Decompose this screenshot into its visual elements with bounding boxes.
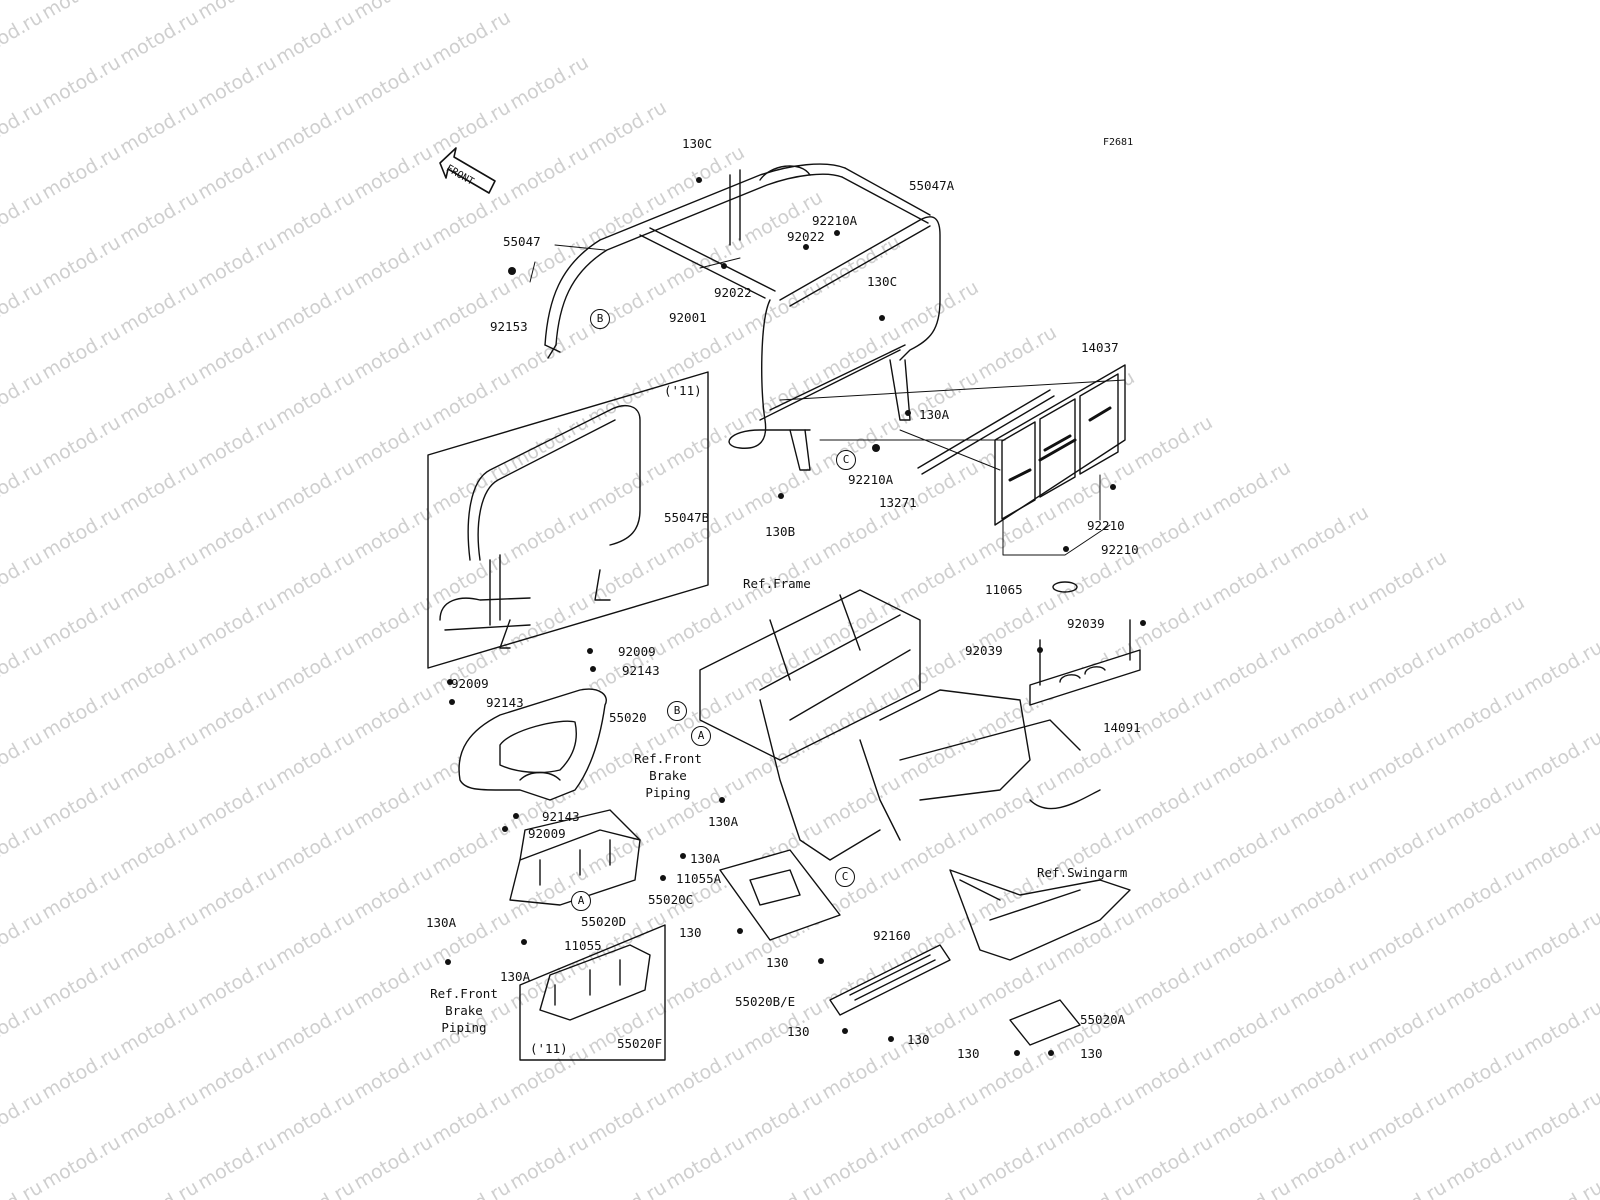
part-label: 130C <box>682 136 713 151</box>
part-label: 92001 <box>669 310 707 325</box>
part-label: 55020D <box>581 914 627 929</box>
part-label: 92022 <box>787 229 825 244</box>
part-label: 55020F <box>617 1036 663 1051</box>
part-label: 130 <box>957 1046 980 1061</box>
part-label: 92039 <box>1067 616 1105 631</box>
part-label: 55020B/E <box>735 994 796 1009</box>
inset-box-upper <box>427 371 709 669</box>
ref-front-brake-piping-lower: Ref.Front Brake Piping <box>414 985 514 1036</box>
leader-lines <box>529 244 1126 556</box>
part-label: 92143 <box>622 663 660 678</box>
part-label: 55047 <box>503 234 541 249</box>
part-label: 55020C <box>648 892 694 907</box>
part-label: 130A <box>426 915 457 930</box>
inset-note-upper: ('11) <box>664 383 702 398</box>
callout-a: A <box>571 891 591 911</box>
part-label: 92210A <box>848 472 894 487</box>
part-label: 13271 <box>879 495 917 510</box>
part-label: 92210A <box>812 213 858 228</box>
frame-reference <box>699 589 1101 861</box>
ref-line: Brake <box>649 768 687 783</box>
callout-b: B <box>590 309 610 329</box>
part-label: 11055A <box>676 871 722 886</box>
ref-line: Piping <box>441 1020 487 1035</box>
cap-11065 <box>1052 581 1078 593</box>
ref-frame-label: Ref.Frame <box>743 576 811 591</box>
rear-panel-14091 <box>1029 619 1141 706</box>
part-label: 92160 <box>873 928 911 943</box>
fastener-markers <box>445 177 1146 1056</box>
front-guard-55020d <box>509 809 641 906</box>
part-label: 92009 <box>451 676 489 691</box>
part-label: 92022 <box>714 285 752 300</box>
ref-front-brake-piping-upper: Ref.Front Brake Piping <box>618 750 718 801</box>
part-label: 55020 <box>609 710 647 725</box>
inset-box-lower <box>519 924 666 1061</box>
part-label: 130 <box>766 955 789 970</box>
rear-guard-55047 <box>544 163 931 359</box>
front-bumper-55020 <box>458 688 607 801</box>
part-label: 92210 <box>1087 518 1125 533</box>
part-label: 11055 <box>564 938 602 953</box>
swingarm-reference <box>949 869 1131 961</box>
part-label: 130 <box>1080 1046 1103 1061</box>
part-label: 130A <box>690 851 721 866</box>
skid-plate-55020a <box>1009 999 1081 1046</box>
ref-line: Piping <box>645 785 691 800</box>
part-label: 130A <box>708 814 739 829</box>
part-label: 55020A <box>1080 1012 1126 1027</box>
part-label: 14037 <box>1081 340 1119 355</box>
ref-line: Ref.Front <box>430 986 498 1001</box>
rod-13271 <box>917 389 1055 475</box>
part-label: 92143 <box>542 809 580 824</box>
part-label: 130 <box>907 1032 930 1047</box>
part-label: 14091 <box>1103 720 1141 735</box>
callout-c: C <box>836 450 856 470</box>
part-label: 92210 <box>1101 542 1139 557</box>
rear-guard-55047a <box>728 216 941 471</box>
part-label: 55047A <box>909 178 955 193</box>
part-label: 130 <box>679 925 702 940</box>
ref-swingarm-label: Ref.Swingarm <box>1037 865 1128 880</box>
part-label: 11065 <box>985 582 1023 597</box>
part-label: 92009 <box>618 644 656 659</box>
part-label: 92143 <box>486 695 524 710</box>
part-label: 130A <box>919 407 950 422</box>
part-label: 130B <box>765 524 796 539</box>
part-label: 130 <box>787 1024 810 1039</box>
part-label: 92153 <box>490 319 528 334</box>
inset-note-lower: ('11) <box>530 1041 568 1056</box>
part-label: 92039 <box>965 643 1003 658</box>
figure-code: F2681 <box>1103 137 1134 148</box>
ref-line: Brake <box>445 1003 483 1018</box>
callout-c: C <box>835 867 855 887</box>
skid-plate-55020c <box>719 849 841 941</box>
part-label: 92009 <box>528 826 566 841</box>
part-label: 130C <box>867 274 898 289</box>
callout-a: A <box>691 726 711 746</box>
ref-line: Ref.Front <box>634 751 702 766</box>
part-label: 130A <box>500 969 531 984</box>
front-arrow-icon <box>439 147 496 194</box>
skid-plate-55020b-e <box>829 944 951 1016</box>
part-label: 55047B <box>664 510 710 525</box>
mesh-panel-14037 <box>994 364 1126 526</box>
callout-b: B <box>667 701 687 721</box>
